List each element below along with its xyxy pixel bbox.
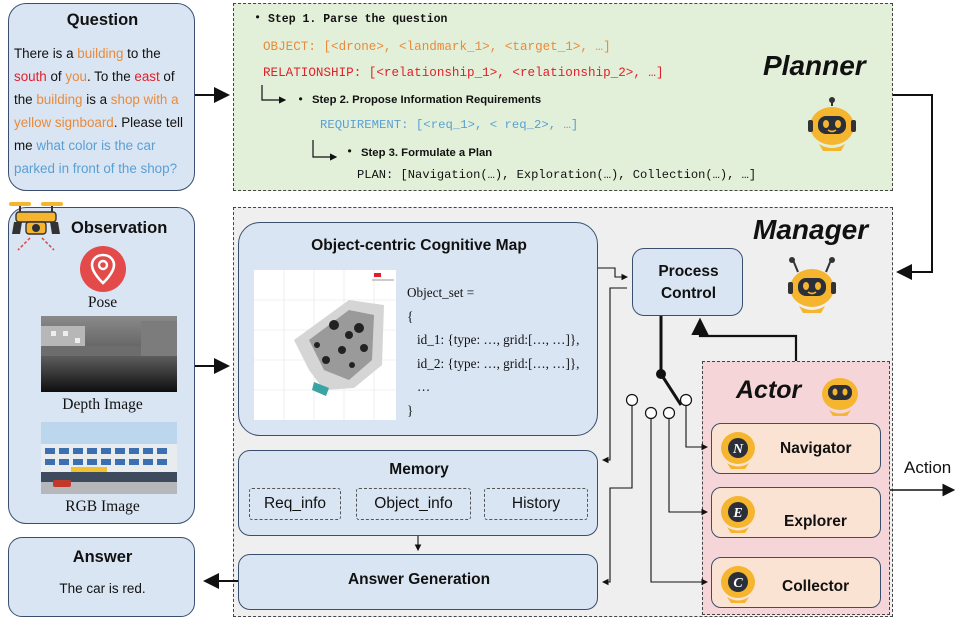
observation-panel: Observation Pose Depth Image RGB Image [8,207,195,524]
question-segment: . To the [86,69,135,84]
manager-robot-icon [788,257,836,313]
memory-title: Memory [389,461,449,478]
observation-title: Observation [71,219,168,237]
object-set-line: id_1: {type: …, grid:[…, …]}, [417,332,580,347]
navigator-label: Navigator [780,440,852,457]
question-line: me what color is the car [14,134,194,157]
question-segment: building [36,92,83,107]
planner-step-3: Step 3. Formulate a Plan [361,147,493,159]
cognitive-map-panel: Object-centric Cognitive Map Object_set … [238,222,598,436]
svg-text:N: N [732,442,744,457]
planner-region [233,3,893,191]
collector-icon: C [721,566,755,603]
actor-robot-icon [822,378,858,416]
object-set-text: Object_set = {id_1: {type: …, grid:[…, …]… [407,281,597,422]
rgb-label: RGB Image [65,498,140,515]
memory-history: History [484,488,588,520]
planner-step-1: Step 1. Parse the question [268,13,448,26]
object-set-line: id_2: {type: …, grid:[…, …]}, [417,355,580,371]
question-segment: east [134,69,160,84]
explorer-icon: E [721,496,755,533]
question-title: Question [66,11,139,29]
answer-text: The car is red. [59,581,146,596]
depth-label: Depth Image [62,396,143,413]
question-segment: shop with a [110,92,179,107]
planner-requirement-line: REQUIREMENT: [<req_1>, < req_2>, …] [320,118,579,132]
memory-object-info: Object_info [356,488,471,520]
question-segment: me [14,138,37,153]
question-segment: There is a [14,46,78,61]
explorer-box: E Explorer [711,487,881,538]
collector-label: Collector [782,578,850,595]
planner-bullet-1: • [254,11,262,25]
question-segment: south [14,69,47,84]
explorer-label: Explorer [784,513,847,530]
question-line: the building is a shop with a [14,88,194,111]
action-label: Action [904,458,952,477]
question-segment: to the [123,46,161,61]
pose-pin-icon [80,246,126,292]
depth-image [41,316,177,392]
answer-generation-label: Answer Generation [347,571,491,588]
cognitive-map-image [254,270,396,420]
answer-panel: Answer The car is red. [8,537,195,617]
question-segment: of [159,69,175,84]
question-segment: the [14,92,37,107]
navigator-icon: N [721,432,755,469]
answer-generation-box: Answer Generation [238,554,598,610]
planner-object-line: OBJECT: [<drone>, <landmark_1>, <target_… [263,40,611,54]
question-segment: yellow signboard [14,115,114,130]
planner-title: Planner [763,50,866,81]
question-segment: of [46,69,66,84]
question-segment: you [65,69,87,84]
answer-title: Answer [72,548,133,566]
planner-plan-line: PLAN: [Navigation(…), Exploration(…), Co… [357,168,757,182]
object-set-line: } [407,402,414,418]
planner-step-2: Step 2. Propose Information Requirements [312,94,542,106]
planner-bullet-2: • [297,93,305,107]
object-set-line: { [407,308,414,324]
process-control-line-2: Control [660,285,717,302]
question-line: parked in front of the shop? [14,157,194,180]
object-set-line: Object_set = [407,285,475,300]
collector-box: C Collector [711,557,881,608]
rgb-image [41,422,177,494]
memory-panel: Memory Req_info Object_info History [238,450,598,536]
planner-bullet-3: • [346,145,354,159]
object-set-line: … [417,379,431,394]
question-segment: . Please tell [113,115,183,130]
svg-text:C: C [733,576,743,591]
svg-text:E: E [732,506,742,521]
pose-label: Pose [87,294,118,311]
question-segment: what color is the car [36,138,156,153]
process-control-line-1: Process [658,263,719,280]
question-line: There is a building to the [14,42,194,65]
navigator-box: N Navigator [711,423,881,474]
question-line: south of you. To the east of [14,65,194,88]
question-segment: building [77,46,124,61]
question-segment: parked in front of the shop? [14,161,178,176]
cognitive-map-title: Object-centric Cognitive Map [311,237,527,254]
memory-req-info: Req_info [249,488,341,520]
question-segment: is a [82,92,111,107]
planner-robot-icon [808,97,856,151]
actor-title: Actor [736,376,802,404]
process-control-box: Process Control [632,248,743,316]
planner-relationship-line: RELATIONSHIP: [<relationship_1>, <relati… [263,66,664,80]
manager-title: Manager [753,214,869,245]
question-line: yellow signboard. Please tell [14,111,194,134]
drone-icon [9,202,63,251]
